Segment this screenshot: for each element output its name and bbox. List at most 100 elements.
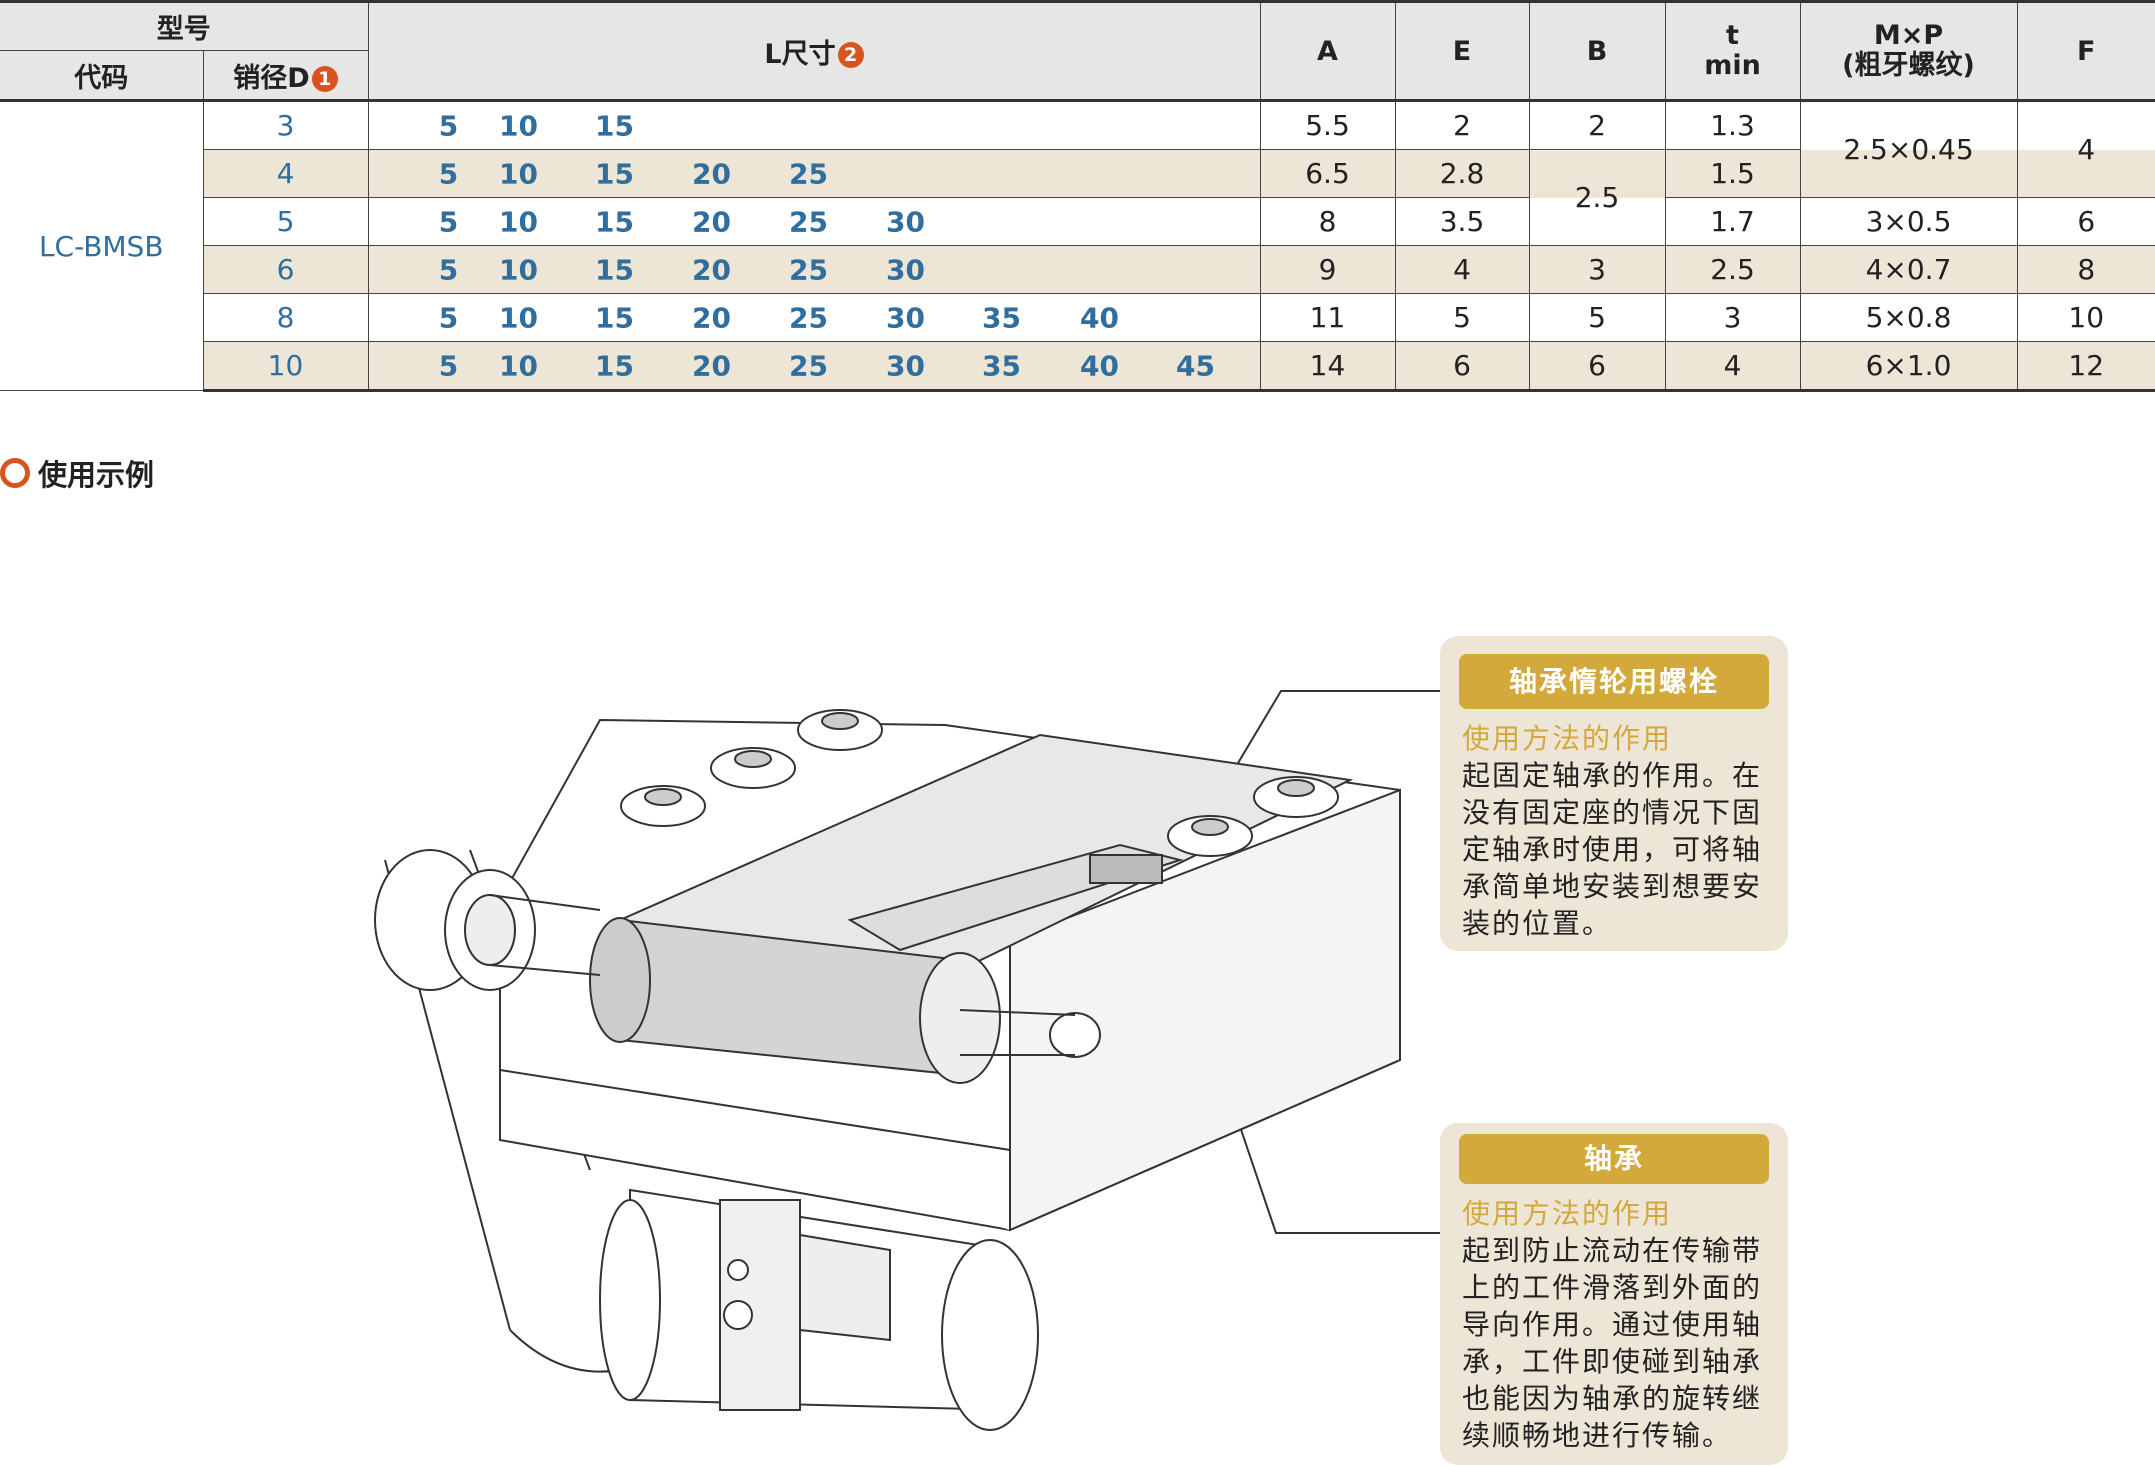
header-B: B	[1528, 0, 1666, 102]
cell-t: 1.3	[1664, 100, 1801, 150]
header-t-line1: t	[1726, 20, 1739, 51]
length-value: 5	[438, 253, 459, 286]
length-value: 20	[692, 301, 731, 334]
callout-bearing-title: 轴承	[1459, 1134, 1769, 1184]
length-value: 15	[595, 109, 634, 142]
length-value: 15	[595, 205, 634, 238]
bearings	[620, 709, 1339, 884]
pulley	[374, 849, 601, 991]
header-F: F	[2016, 0, 2155, 102]
cell-diameter: 4	[203, 149, 369, 198]
length-value: 15	[595, 301, 634, 334]
cell-diameter: 6	[203, 245, 369, 294]
cell-B: 2	[1528, 100, 1666, 150]
length-value: 35	[982, 349, 1021, 382]
cell-B: 3	[1528, 245, 1666, 294]
cell-t: 4	[1664, 341, 1801, 392]
badge-2: 2	[837, 42, 864, 68]
header-t-line2: min	[1704, 50, 1761, 81]
callout-bolt-body: 起固定轴承的作用。在没有固定座的情况下固定轴承时使用，可将轴承简单地安装到想要安…	[1462, 759, 1763, 940]
cell-A: 5.5	[1259, 100, 1396, 150]
header-model: 型号	[0, 0, 369, 51]
header-diameter-label: 销径D	[233, 62, 310, 94]
callout-bolt-subtitle: 使用方法的作用	[1462, 722, 1673, 755]
cell-B: 6	[1528, 341, 1666, 392]
length-value: 10	[499, 349, 538, 382]
length-value: 20	[692, 157, 731, 190]
length-value: 15	[595, 157, 634, 190]
length-value: 20	[692, 205, 731, 238]
length-value: 30	[886, 205, 925, 238]
length-value: 5	[438, 109, 459, 142]
cell-E: 3.5	[1394, 197, 1530, 246]
cell-t: 1.7	[1664, 197, 1801, 246]
length-value: 25	[789, 253, 828, 286]
cell-diameter: 3	[202, 100, 369, 150]
length-value: 5	[438, 301, 459, 334]
length-value: 25	[789, 301, 828, 334]
length-value: 10	[499, 301, 538, 334]
motor	[599, 1188, 1039, 1431]
length-value: 5	[438, 205, 459, 238]
cell-A: 8	[1259, 197, 1396, 246]
cell-F: 12	[2016, 341, 2155, 392]
length-value: 30	[886, 349, 925, 382]
cell-F: 6	[2016, 197, 2155, 246]
cell-mxp: 3×0.5	[1799, 197, 2018, 246]
length-value: 25	[789, 205, 828, 238]
cell-A: 11	[1259, 293, 1396, 342]
callout-bearing-body: 起到防止流动在传输带上的工件滑落到外面的导向作用。通过使用轴承，工件即使碰到轴承…	[1462, 1234, 1763, 1452]
cell-diameter: 8	[203, 293, 369, 342]
cell-F: 8	[2016, 245, 2155, 294]
length-value: 20	[692, 253, 731, 286]
cell-mxp: 4×0.7	[1799, 245, 2018, 294]
length-value: 30	[886, 301, 925, 334]
cell-E: 6	[1394, 341, 1530, 392]
callout-bearing: 轴承 使用方法的作用 起到防止流动在传输带上的工件滑落到外面的导向作用。通过使用…	[1440, 1123, 1788, 1465]
length-value: 15	[595, 349, 634, 382]
length-value: 40	[1080, 349, 1119, 382]
header-mxp-line2: (粗牙螺纹)	[1842, 50, 1975, 81]
cell-t: 3	[1664, 293, 1801, 342]
length-value: 5	[438, 157, 459, 190]
cell-diameter: 5	[203, 197, 369, 246]
cell-E: 4	[1394, 245, 1530, 294]
section-heading: 使用示例	[0, 452, 154, 494]
circle-bullet-icon	[0, 458, 30, 488]
cell-mxp: 6×1.0	[1799, 341, 2018, 392]
callout-bolt-title: 轴承惰轮用螺栓	[1459, 654, 1769, 709]
length-value: 30	[886, 253, 925, 286]
length-value: 20	[692, 349, 731, 382]
length-value: 10	[499, 109, 538, 142]
cell-lengths: 5 10 15 20 25 30	[367, 197, 1261, 246]
header-code: 代码	[0, 50, 204, 102]
conveyor-illustration	[374, 690, 1440, 1431]
length-value: 10	[499, 253, 538, 286]
cell-B: 5	[1528, 293, 1666, 342]
length-value: 5	[438, 349, 459, 382]
header-A: A	[1259, 0, 1396, 102]
length-value: 10	[499, 205, 538, 238]
cell-A: 14	[1259, 341, 1396, 392]
header-mxp: M×P(粗牙螺纹)	[1799, 0, 2018, 102]
cell-mxp: 2.5×0.45	[1799, 100, 2018, 198]
callout-bearing-subtitle: 使用方法的作用	[1462, 1197, 1673, 1230]
cell-F: 10	[2016, 293, 2155, 342]
cell-E: 2.8	[1394, 149, 1530, 198]
length-value: 45	[1176, 349, 1215, 382]
cell-t: 1.5	[1664, 149, 1800, 198]
length-value: 40	[1080, 301, 1119, 334]
cell-A: 6.5	[1259, 149, 1396, 198]
cell-t: 2.5	[1664, 245, 1801, 294]
header-length-label: L尺寸	[764, 38, 836, 70]
cell-lengths: 5 10 15	[367, 100, 1261, 150]
